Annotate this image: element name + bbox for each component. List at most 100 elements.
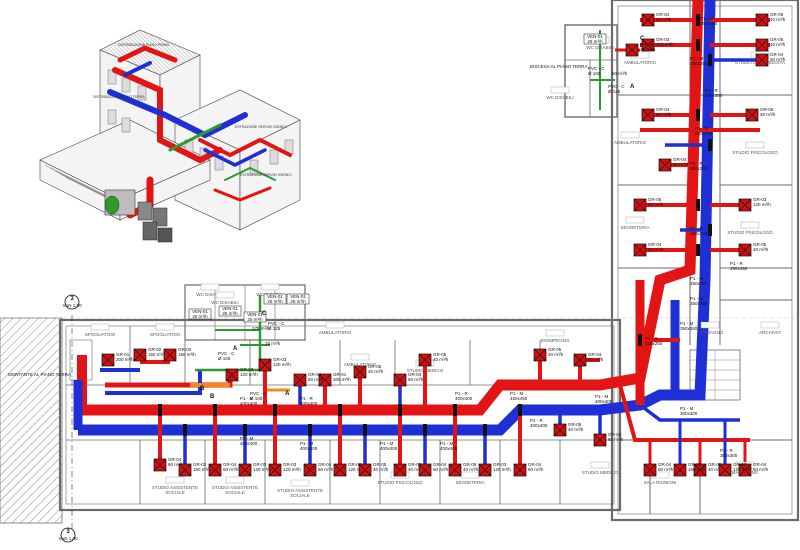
duct-size: 450x450 [730, 266, 748, 271]
diffuser-tag: GR-04 [656, 12, 670, 17]
section-letter: A [233, 346, 238, 352]
diffuser-flow: 150 m³/h [688, 467, 706, 472]
room-tag: SPOGLIATOIO [150, 323, 181, 337]
room-tag: SEGRETERIA [620, 216, 650, 230]
diffuser-flow: 40 m³/h [368, 369, 384, 374]
room-label: SEGRETERIA [620, 225, 649, 230]
duct-size: 250x250 [645, 341, 663, 346]
svg-text:3: 3 [70, 296, 74, 302]
room-tag: AMBULATORIO [614, 131, 647, 145]
duct-size: 350x350 [680, 326, 698, 331]
duct-size: 250x250 [690, 231, 708, 236]
diffuser-tag: GR-03 [493, 462, 507, 467]
diffuser-tag: GR-03 [283, 462, 297, 467]
valve-flow: 25 m³/h [222, 311, 238, 316]
valve-flow: 25 m³/h [587, 39, 603, 44]
section-letter: C [640, 36, 645, 42]
damper [696, 14, 700, 26]
duct-size: 400x400 [380, 446, 398, 451]
diffuser-flow: 40 m³/h [648, 202, 664, 207]
duct-name: P1 - R [730, 261, 744, 266]
diffuser-tag: GR-05 [753, 242, 767, 247]
duct-name: P1 - R [300, 396, 314, 401]
diffuser-tag: GR-05 [368, 364, 382, 369]
diffuser-tag: GR-05 [548, 347, 562, 352]
diffuser-flow: 40 m³/h [373, 467, 389, 472]
damper [696, 199, 700, 211]
duct-size: 400x400 [240, 441, 258, 446]
room-tag: WC DISABILI [196, 283, 224, 297]
note-up-label: MONTANTE AL PIANO TERRA [8, 372, 71, 377]
flow-label: 75 m³/h [265, 341, 281, 346]
diffuser-tag: GR-02 [178, 347, 192, 352]
diffuser-flow: 60 m³/h [673, 162, 689, 167]
damper [696, 244, 700, 256]
diffuser-flow: 120 m³/h [240, 372, 258, 377]
duct-name: P1 - M [240, 436, 254, 441]
duct-size: 400x400 [530, 423, 548, 428]
diffuser-tag: GR-05 [408, 462, 422, 467]
diffuser-flow: 150 m³/h [148, 352, 166, 357]
valve-tag: VEN-01 [247, 312, 263, 317]
damper [518, 404, 522, 416]
diffuser-flow: 60 m³/h [223, 467, 239, 472]
diffuser-flow: 60 m³/h [608, 437, 624, 442]
room-label: DISIMPEGNO [541, 338, 570, 343]
room-tag: DISIMPEGNO [541, 329, 570, 343]
diffuser-tag: GR-05 [708, 462, 722, 467]
section-letter: B [200, 386, 205, 392]
damper [708, 224, 712, 236]
room-label: WC DISABILI [546, 95, 573, 100]
room-tag: STUDIO PSICOLOGO [727, 221, 773, 235]
room-tag: STUDIO MEDICO [582, 461, 619, 475]
room-label: SALA RIUNIONI [644, 480, 677, 485]
damper [398, 404, 402, 416]
room-label: ARCHIVIO [759, 330, 781, 335]
valve-tag: VEN-01 [222, 306, 238, 311]
room-tag: STUDIO PSICOLOGO [732, 141, 778, 155]
diffuser-tag: GR-04 [673, 157, 687, 162]
valve-tag: VEN-01 [587, 34, 603, 39]
damper [338, 404, 342, 416]
duct-name: P1 - R [720, 448, 734, 453]
diffuser-flow: 150 m³/h [193, 467, 211, 472]
diffuser-flow: 120 m³/h [253, 467, 271, 472]
damper [308, 424, 312, 436]
damper [483, 424, 487, 436]
note-down-label: DISCESA AL PIANO TERRA [530, 64, 588, 69]
duct-size: 350x350 [690, 281, 708, 286]
